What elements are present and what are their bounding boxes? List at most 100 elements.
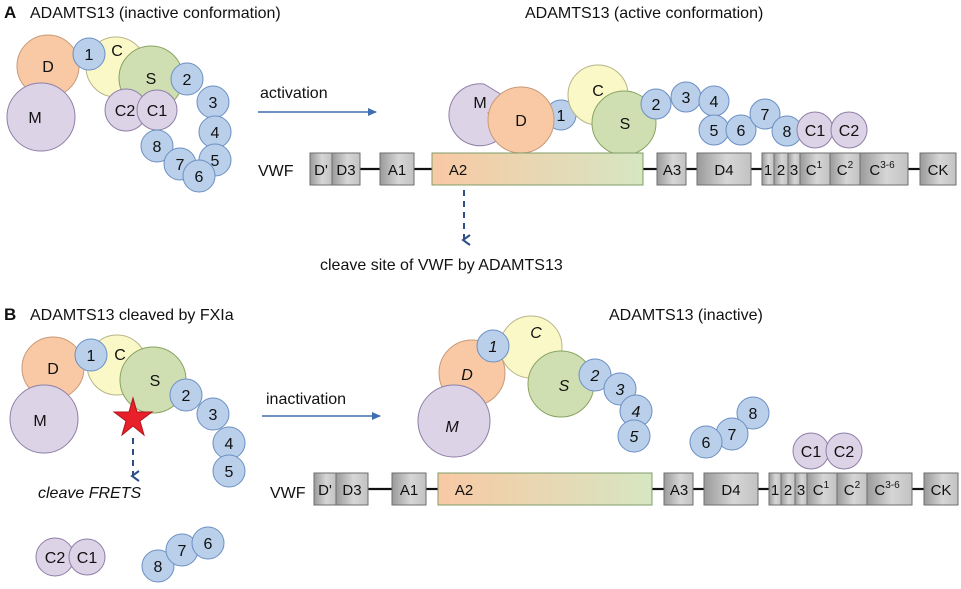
label-c1: C1 [147,103,168,120]
label-6: 6 [195,169,204,186]
label-8: 8 [153,139,162,156]
domain-1 [74,338,108,372]
vwf-label-d3: D3 [342,482,361,499]
vwf-label-a1: A1 [388,162,406,179]
panel-b-left-molecule: D 1 C S M 2 3 4 5 [9,334,246,488]
vwf-label-1: 1 [771,482,779,499]
label-5: 5 [211,153,220,170]
label-c: C [592,83,604,100]
label-d: D [461,367,473,384]
label-1: 1 [85,47,94,64]
label-c: C [530,325,542,342]
label-d: D [515,113,527,130]
label-m: M [28,110,41,127]
label-m: M [445,419,459,436]
label-1: 1 [87,348,96,365]
label-3: 3 [616,382,625,399]
vwf-a3 [663,472,694,506]
label-7: 7 [761,107,770,124]
vwf-d3 [331,152,361,186]
label-7: 7 [728,427,737,444]
vwf-label-c2: C2 [837,160,854,179]
vwf-c3-6 [866,472,913,506]
domain-6 [725,114,757,146]
panel-a: A ADAMTS13 (inactive conformation) ADAMT… [4,3,957,274]
vwf-label-c3-6: C3-6 [869,160,895,179]
vwf-d4 [696,152,752,186]
domain-8 [736,396,770,430]
vwf-label-c1: C1 [813,480,830,499]
label-c2: C2 [834,444,855,461]
label-4: 4 [211,125,220,142]
domain-6 [182,159,216,193]
vwf-label-c1: C1 [806,160,823,179]
panel-b-right-fragments: 8 7 6 C1 C2 [689,396,863,470]
domain-1 [72,37,106,71]
domain-c2 [830,111,868,149]
vwf-label: VWF [258,163,294,180]
label-m: M [33,413,46,430]
label-s: S [620,116,631,133]
domain-c1 [68,538,106,576]
label-1: 1 [489,339,498,356]
vwf-label-3: 3 [790,162,798,179]
label-5: 5 [630,429,639,446]
domain-2 [170,62,204,96]
domain-8 [140,129,174,163]
vwf-c2 [829,152,861,186]
vwf-label-2: 2 [777,162,785,179]
label-c1: C1 [801,444,822,461]
domain-2 [578,358,612,392]
label-7: 7 [178,543,187,560]
domain-2 [640,88,672,120]
panel-b: B ADAMTS13 cleaved by FXIa ADAMTS13 (ina… [4,305,959,583]
label-7: 7 [176,157,185,174]
label-c2: C2 [839,123,860,140]
label-8: 8 [154,559,163,576]
panel-b-left-fragments: C2 C1 8 7 6 [35,526,225,583]
panel-b-letter: B [4,305,16,324]
domain-7 [749,98,781,130]
label-2: 2 [590,368,600,385]
vwf-a3 [656,152,687,186]
label-4: 4 [710,94,719,111]
domain-2 [169,378,203,412]
vwf-label-ck: CK [931,482,952,499]
vwf-label-d-prime: D' [314,162,328,179]
vwf-a1 [379,152,415,186]
label-m: M [473,95,486,112]
domain-c2 [825,432,863,470]
vwf-label-a2: A2 [449,162,467,179]
label-c2: C2 [115,103,136,120]
domain-6 [689,425,723,459]
label-6: 6 [204,536,213,553]
label-1: 1 [557,108,566,125]
vwf-label-a1: A1 [400,482,418,499]
vwf-label-a3: A3 [670,482,688,499]
vwf-label-c3-6: C3-6 [874,480,900,499]
vwf-ck [919,152,957,186]
label-8: 8 [783,124,792,141]
panel-a-left-molecule: D 1 C S M C2 C1 2 3 4 5 8 7 6 [6,34,232,193]
label-4: 4 [225,436,234,453]
vwf-label: VWF [270,485,306,502]
vwf-d4 [703,472,759,506]
vwf-label-a3: A3 [663,162,681,179]
domain-8 [141,549,175,583]
label-c2: C2 [45,550,66,567]
inactivation-label: inactivation [266,391,346,408]
label-3: 3 [209,95,218,112]
label-5: 5 [225,464,234,481]
cleave-site-label: cleave site of VWF by ADAMTS13 [320,257,563,274]
label-c1: C1 [805,123,826,140]
label-6: 6 [702,435,711,452]
vwf-label-d3: D3 [336,162,355,179]
label-3: 3 [682,90,691,107]
panel-a-right-molecule: M D 1 C S 2 3 4 5 6 7 8 C1 C2 [448,64,868,156]
label-s: S [146,71,157,88]
cleavage-star-icon [112,396,154,437]
label-s: S [150,373,161,390]
panel-b-vwf: VWF D' D3 A1 A2 A3 [270,472,959,506]
vwf-label-c2: C2 [844,480,861,499]
vwf-label-d4: D4 [714,162,733,179]
